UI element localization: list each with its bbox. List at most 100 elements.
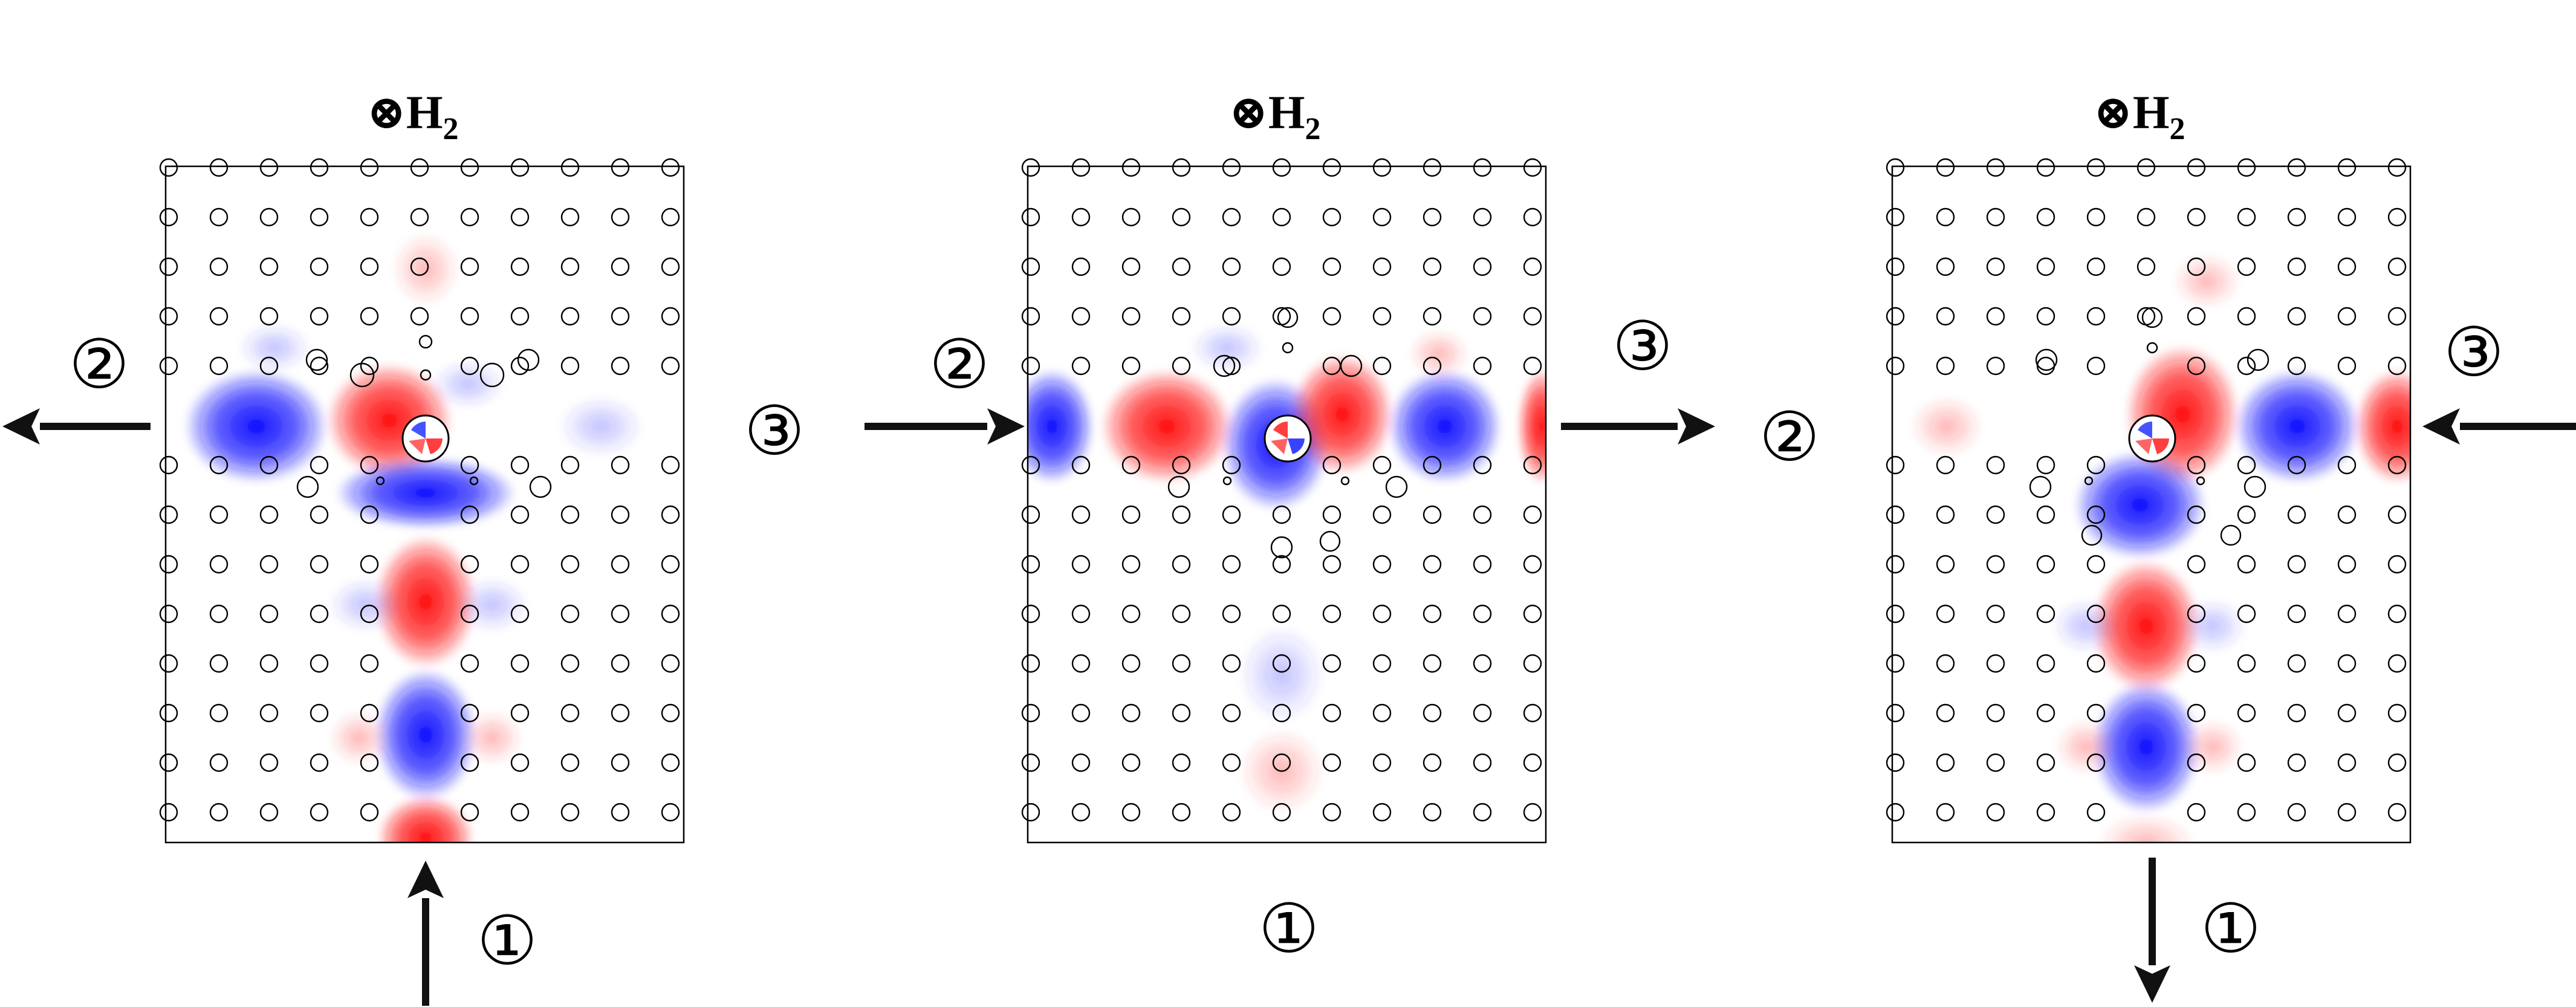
dielectric-rod [2337, 803, 2357, 822]
dielectric-rod [159, 604, 178, 624]
dielectric-rod [1121, 257, 1141, 276]
dielectric-rod [460, 604, 479, 624]
dielectric-rod [2337, 257, 2357, 276]
dielectric-rod [460, 307, 479, 326]
dielectric-rod [510, 356, 530, 376]
dielectric-rod [1172, 753, 1191, 772]
port-label-bottom: ① [477, 904, 537, 979]
dielectric-rod [1021, 455, 1040, 475]
field-positive-lobe [392, 233, 459, 305]
dielectric-rod [460, 257, 479, 276]
field-positive-lobe [374, 535, 477, 668]
dielectric-rod [510, 753, 530, 772]
dielectric-rod [611, 555, 630, 574]
dielectric-rod [1071, 455, 1091, 475]
dielectric-rod [360, 307, 379, 326]
dielectric-rod [1322, 604, 1342, 624]
dielectric-rod [209, 803, 229, 822]
dielectric-rod [1222, 803, 1241, 822]
dielectric-rod [259, 555, 279, 574]
dielectric-rod [310, 703, 329, 723]
dielectric-rod [2387, 654, 2407, 673]
field-negative-lobe [2052, 599, 2119, 653]
dielectric-rod [661, 307, 680, 326]
dielectric-rod [1172, 455, 1191, 475]
dielectric-rod [661, 753, 680, 772]
dielectric-rod [611, 604, 630, 624]
dielectric-rod [2036, 753, 2055, 772]
dielectric-rod [1071, 356, 1091, 376]
dielectric-rod [661, 604, 680, 624]
dielectric-rod [159, 158, 178, 177]
port-label-bottom: ① [2201, 892, 2261, 967]
dielectric-rod [2086, 455, 2106, 475]
dielectric-rod [2287, 604, 2306, 624]
dielectric-rod [2287, 257, 2306, 276]
dielectric-rod [2237, 703, 2256, 723]
dielectric-rod [1936, 158, 1955, 177]
field-positive-lobe [1517, 369, 1546, 484]
field-negative-lobe [374, 668, 477, 801]
dielectric-rod [360, 455, 379, 475]
dielectric-rod [1272, 257, 1291, 276]
dielectric-rod [2036, 207, 2055, 227]
dielectric-rod [1886, 555, 1905, 574]
dielectric-rod [2086, 207, 2106, 227]
dielectric-rod [1071, 753, 1091, 772]
dielectric-rod [2086, 803, 2106, 822]
dielectric-rod [2387, 307, 2407, 326]
field-positive-lobe [2098, 813, 2195, 842]
dielectric-rod [2036, 307, 2055, 326]
dielectric-rod [1272, 753, 1291, 772]
dielectric-rod [2387, 356, 2407, 376]
dielectric-rod [1886, 803, 1905, 822]
dielectric-rod [410, 158, 429, 177]
dielectric-rod [661, 505, 680, 524]
dielectric-rod [560, 307, 580, 326]
dielectric-rod [1473, 555, 1492, 574]
field-pattern [184, 233, 643, 842]
field-positive-lobe [2182, 720, 2243, 774]
dielectric-rod [1423, 803, 1442, 822]
dielectric-rod [259, 604, 279, 624]
dielectric-rod [1523, 753, 1542, 772]
dielectric-rod [2086, 158, 2106, 177]
dielectric-rod [310, 307, 329, 326]
dielectric-rod [661, 207, 680, 227]
dielectric-rod [1473, 257, 1492, 276]
field-negative-lobe [559, 396, 643, 457]
dielectric-rod [209, 257, 229, 276]
dielectric-rod [1121, 753, 1141, 772]
dielectric-rod [2237, 307, 2256, 326]
dielectric-rod [1172, 604, 1191, 624]
dielectric-rod [310, 356, 329, 376]
dielectric-rod [209, 158, 229, 177]
defect-rod [2146, 342, 2158, 354]
dielectric-rod [460, 555, 479, 574]
defect-rod [418, 334, 433, 349]
dielectric-rod [661, 158, 680, 177]
photonic-crystal-rods [1021, 158, 1542, 822]
dielectric-rod [1172, 803, 1191, 822]
dielectric-rod [1222, 654, 1241, 673]
dielectric-rod [1523, 703, 1542, 723]
dielectric-rod [1172, 158, 1191, 177]
photonic-crystal-rods [159, 158, 680, 822]
dielectric-rod [1322, 207, 1342, 227]
port-label-left: ② [929, 328, 990, 403]
dielectric-rod [1473, 703, 1492, 723]
defect-rod [1282, 342, 1294, 354]
dielectric-rod [2187, 555, 2206, 574]
dielectric-rod [1172, 703, 1191, 723]
dielectric-rod [1322, 654, 1342, 673]
dielectric-rod [1071, 703, 1091, 723]
dielectric-rod [2387, 207, 2407, 227]
field-positive-lobe [377, 795, 474, 842]
dielectric-rod [1372, 307, 1392, 326]
dielectric-rod [1523, 455, 1542, 475]
dielectric-rod [1986, 654, 2005, 673]
dielectric-rod [1021, 505, 1040, 524]
dielectric-rod [2387, 604, 2407, 624]
dielectric-rod [1473, 604, 1492, 624]
